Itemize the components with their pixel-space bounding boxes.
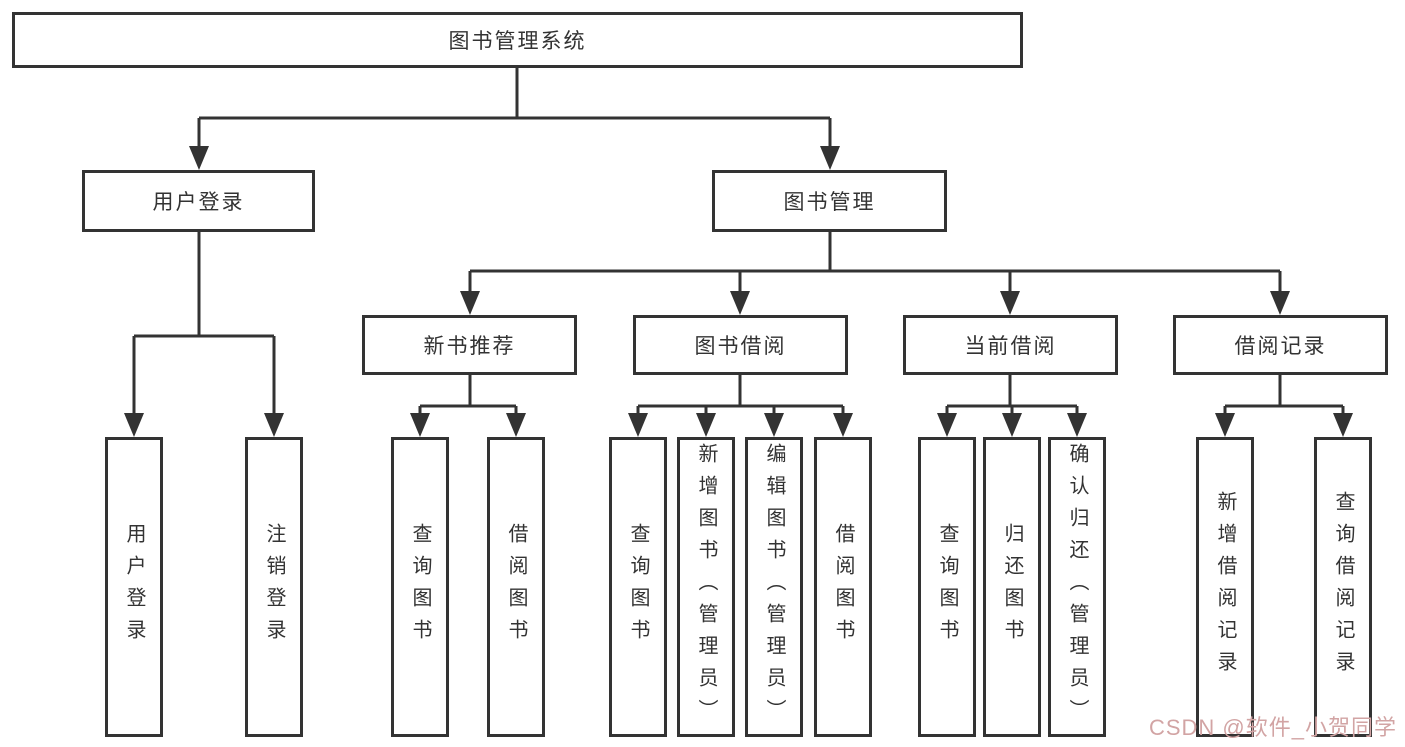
leaf-edit-book-admin: 编辑图书（管理员） [745, 437, 803, 737]
leaf-label: 借阅图书 [505, 523, 527, 651]
leaf-add-borrow-record: 新增借阅记录 [1196, 437, 1254, 737]
leaf-label: 编辑图书（管理员） [763, 443, 785, 731]
node-borrowing-records: 借阅记录 [1173, 315, 1388, 375]
leaf-query-books-current: 查询图书 [918, 437, 976, 737]
leaf-borrow-books-recommend: 借阅图书 [487, 437, 545, 737]
leaf-query-books-recommend: 查询图书 [391, 437, 449, 737]
leaf-label: 注销登录 [263, 523, 285, 651]
node-library-management-system: 图书管理系统 [12, 12, 1023, 68]
leaf-label: 查询图书 [409, 523, 431, 651]
node-book-borrowing: 图书借阅 [633, 315, 848, 375]
node-user-login: 用户登录 [82, 170, 315, 232]
node-current-borrowing: 当前借阅 [903, 315, 1118, 375]
leaf-add-book-admin: 新增图书（管理员） [677, 437, 735, 737]
node-new-book-recommend: 新书推荐 [362, 315, 577, 375]
leaf-query-borrow-record: 查询借阅记录 [1314, 437, 1372, 737]
leaf-label: 归还图书 [1001, 523, 1023, 651]
node-label: 图书管理 [783, 191, 876, 214]
csdn-watermark: CSDN @软件_小贺同学 [1148, 715, 1397, 740]
node-label: 图书借阅 [694, 335, 787, 358]
leaf-label: 查询图书 [627, 523, 649, 651]
leaf-label: 新增图书（管理员） [695, 443, 717, 731]
node-label: 图书管理系统 [448, 30, 587, 53]
leaf-label: 借阅图书 [832, 523, 854, 651]
leaf-label: 确认归还（管理员） [1066, 443, 1088, 731]
leaf-label: 用户登录 [123, 523, 145, 651]
leaf-query-books-borrow: 查询图书 [609, 437, 667, 737]
leaf-confirm-return-admin: 确认归还（管理员） [1048, 437, 1106, 737]
leaf-user-login: 用户登录 [105, 437, 163, 737]
node-label: 借阅记录 [1234, 335, 1327, 358]
node-label: 新书推荐 [423, 335, 516, 358]
node-label: 用户登录 [152, 191, 245, 214]
leaf-borrow-books: 借阅图书 [814, 437, 872, 737]
arrowhead-icons [124, 146, 1353, 437]
leaf-label: 新增借阅记录 [1214, 491, 1236, 683]
leaf-label: 查询图书 [936, 523, 958, 651]
leaf-logout: 注销登录 [245, 437, 303, 737]
leaf-return-book: 归还图书 [983, 437, 1041, 737]
node-label: 当前借阅 [964, 335, 1057, 358]
node-book-management: 图书管理 [712, 170, 947, 232]
leaf-label: 查询借阅记录 [1332, 491, 1354, 683]
